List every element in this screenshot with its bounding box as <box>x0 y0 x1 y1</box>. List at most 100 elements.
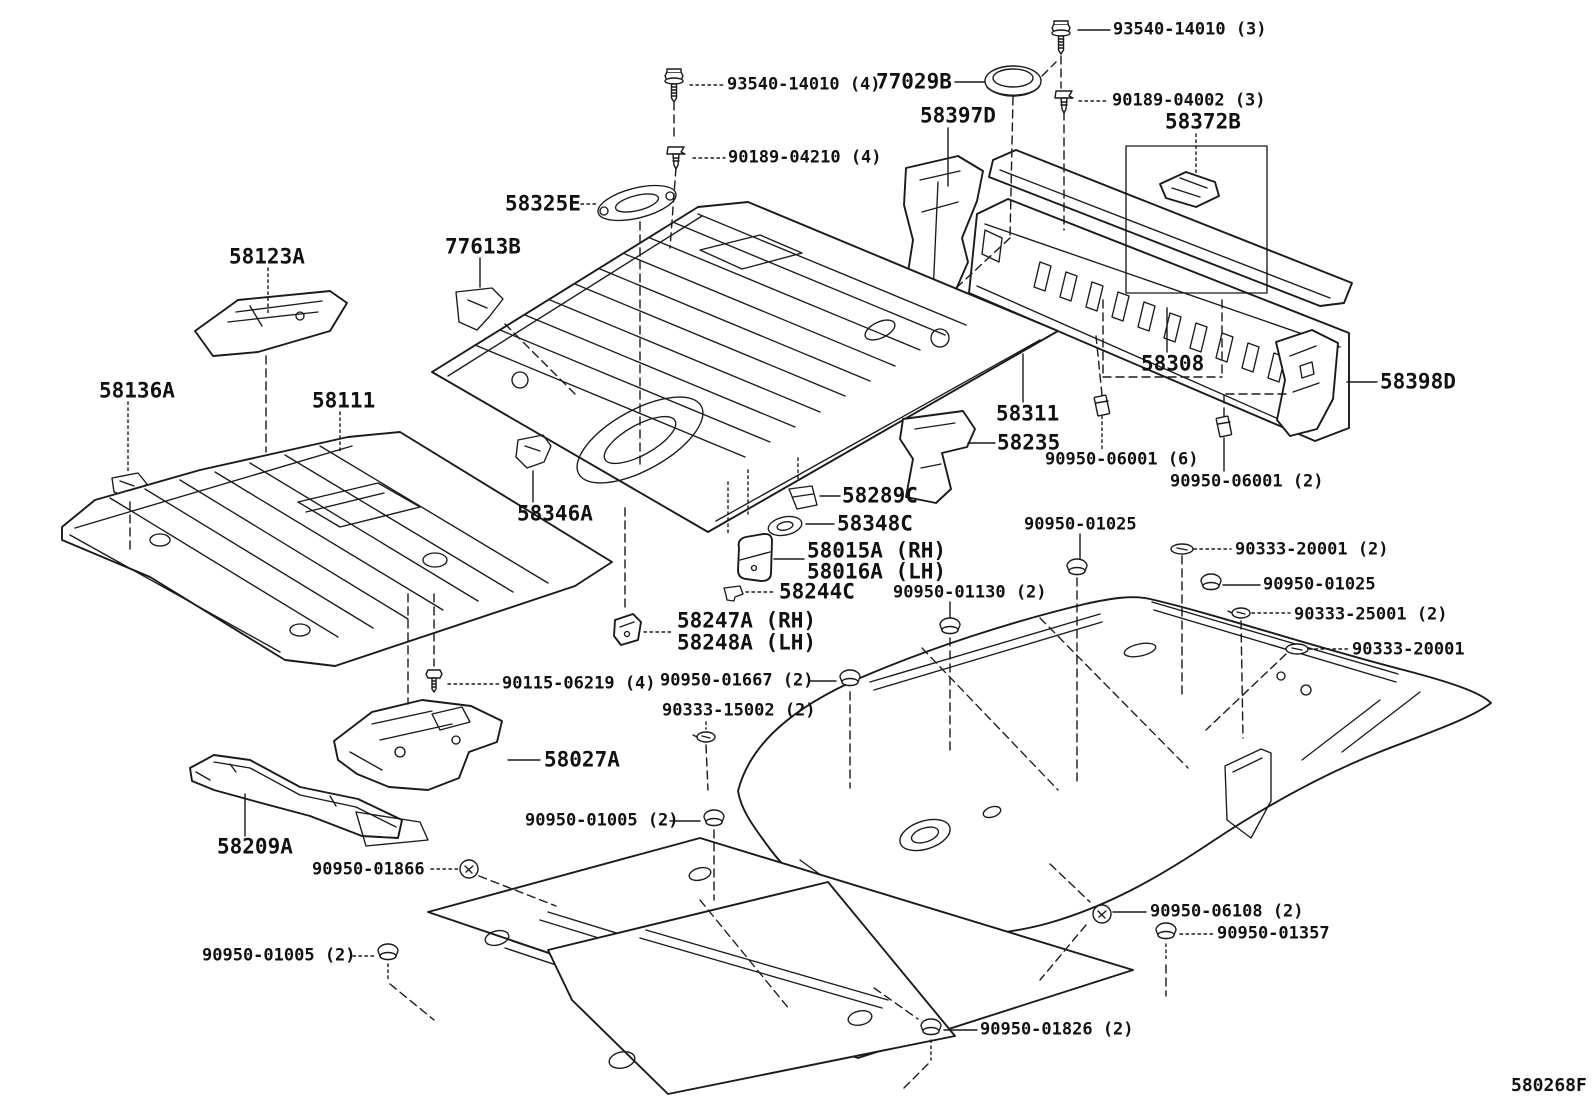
label-90115-06219-4: 90115-06219 (4) <box>502 673 656 694</box>
clip-90950-01025-b-icon <box>1200 573 1222 591</box>
label-90950-01667-2: 90950-01667 (2) <box>660 670 814 691</box>
label-90950-06108-2: 90950-06108 (2) <box>1150 901 1304 922</box>
bracket-58397d-drawing <box>903 155 984 308</box>
label-58123a: 58123A <box>229 244 305 269</box>
block-58247a-drawing <box>613 613 642 646</box>
label-58244c: 58244C <box>779 579 855 604</box>
leader-line <box>953 237 1011 291</box>
cap-77029b-icon <box>984 65 1042 97</box>
bracket-58027a-drawing <box>333 699 503 791</box>
clip-58346a-drawing <box>515 434 552 469</box>
label-58209a: 58209A <box>217 834 293 859</box>
label-58348c: 58348C <box>837 511 913 536</box>
leader-line <box>504 323 579 398</box>
rear-floor-pan-drawing <box>431 201 1059 533</box>
fastener-icons <box>377 20 1309 1036</box>
label-58372b: 58372B <box>1165 109 1241 134</box>
oval-90333-20001-2-icon <box>1170 543 1194 555</box>
member-58209a-drawing <box>189 754 429 847</box>
plate-58325e-drawing <box>597 184 677 222</box>
label-90950-01357: 90950-01357 <box>1217 923 1330 944</box>
label-90950-01005-2-b: 90950-01005 (2) <box>202 945 356 966</box>
label-58311: 58311 <box>996 401 1060 426</box>
grommet-58348c-drawing <box>767 515 803 537</box>
label-58397d: 58397D <box>920 103 996 128</box>
wedge-58289c-drawing <box>788 485 818 510</box>
oval-90333-20001-icon <box>1285 643 1309 655</box>
label-58016a: 58016A (LH) <box>807 559 947 584</box>
leader-line <box>705 744 709 791</box>
leader-line <box>478 875 557 907</box>
label-90950-01005-2-a: 90950-01005 (2) <box>525 810 679 831</box>
clip-90950-01025-a-icon <box>1066 558 1088 576</box>
label-58136a: 58136A <box>99 378 175 403</box>
label-58248a: 58248A (LH) <box>677 630 817 655</box>
leader-line <box>873 987 919 1020</box>
label-90333-15002-2: 90333-15002 (2) <box>662 700 816 721</box>
bolt-93540-4-icon <box>664 68 684 103</box>
leader-line <box>1240 620 1244 739</box>
label-93540-14010-4: 93540-14010 (4) <box>727 74 881 95</box>
front-floor-pan-drawing <box>61 431 613 667</box>
label-58015a: 58015A (RH) <box>807 538 947 563</box>
label-90950-01025-b: 90950-01025 <box>1263 574 1376 595</box>
label-58027a: 58027A <box>544 747 620 772</box>
square-90950-06001-6-icon <box>1093 394 1111 417</box>
support-58235-drawing <box>899 410 976 504</box>
pin-90189-04210-icon <box>666 146 686 170</box>
clip-90950-01130-icon <box>939 617 961 635</box>
clip-58244c-drawing <box>723 585 744 602</box>
label-58398d: 58398D <box>1380 369 1456 394</box>
label-77613b: 77613B <box>445 234 521 259</box>
label-90189-04002-3: 90189-04002 (3) <box>1112 90 1266 111</box>
label-90950-01826-2: 90950-01826 (2) <box>980 1019 1134 1040</box>
bolt-93540-3-icon <box>1051 20 1071 55</box>
label-77029b: 77029B <box>876 69 952 94</box>
bracket-58372b-drawing <box>1159 171 1220 208</box>
label-90950-06001-2: 90950-06001 (2) <box>1170 471 1324 492</box>
label-58247a: 58247A (RH) <box>677 608 817 633</box>
label-90950-06001-6: 90950-06001 (6) <box>1045 449 1199 470</box>
bracket-77613b-drawing <box>455 287 504 331</box>
label-90950-01130-2: 90950-01130 (2) <box>893 582 1047 603</box>
label-90333-25001-2: 90333-25001 (2) <box>1294 604 1448 625</box>
clip-90950-01005-a-icon <box>703 809 725 827</box>
leader-line <box>1009 96 1014 239</box>
label-90333-20001: 90333-20001 <box>1352 639 1465 660</box>
label-93540-14010-3: 93540-14010 (3) <box>1113 19 1267 40</box>
label-58235: 58235 <box>997 430 1061 455</box>
label-90333-20001-2: 90333-20001 (2) <box>1235 539 1389 560</box>
clip-90950-01826-icon <box>920 1018 942 1036</box>
clip-90950-01667-icon <box>839 669 861 687</box>
square-90950-06001-2-icon <box>1215 415 1233 438</box>
grommet-90950-01866-icon <box>459 859 479 879</box>
clip-90950-01005-b-icon <box>377 943 399 961</box>
leader-line <box>1049 863 1091 903</box>
pin-90189-04002-icon <box>1054 90 1074 114</box>
label-58308: 58308 <box>1141 351 1205 376</box>
clip-90950-01357-icon <box>1155 922 1177 940</box>
plate-58015a-drawing <box>737 532 773 582</box>
label-58325e: 58325E <box>505 191 581 216</box>
rear-end-panel-58308-drawing <box>968 149 1353 442</box>
rear-silencer-cover-drawing <box>737 596 1492 937</box>
leader-line <box>901 1063 929 1091</box>
label-58346a: 58346A <box>517 501 593 526</box>
screw-90115-06219-icon <box>425 669 443 693</box>
ovalclip-90333-15002-icon <box>692 731 716 743</box>
leader-line <box>1095 335 1103 396</box>
label-58289c: 58289C <box>842 483 918 508</box>
ovalclip-90333-25001-icon <box>1227 607 1251 619</box>
front-cover-lower-drawing <box>547 881 956 1095</box>
leader-line <box>1205 653 1287 731</box>
grommet-90950-06108-icon <box>1092 904 1112 924</box>
diagram-code: 580268F <box>1511 1075 1587 1096</box>
label-90950-01025-a: 90950-01025 <box>1024 514 1137 535</box>
leader-line <box>1041 61 1057 77</box>
label-90950-01866: 90950-01866 <box>312 859 425 880</box>
floor-reinforcement-58123a-drawing <box>194 290 348 357</box>
label-90189-04210-4: 90189-04210 (4) <box>728 147 882 168</box>
leader-line <box>1039 924 1087 981</box>
